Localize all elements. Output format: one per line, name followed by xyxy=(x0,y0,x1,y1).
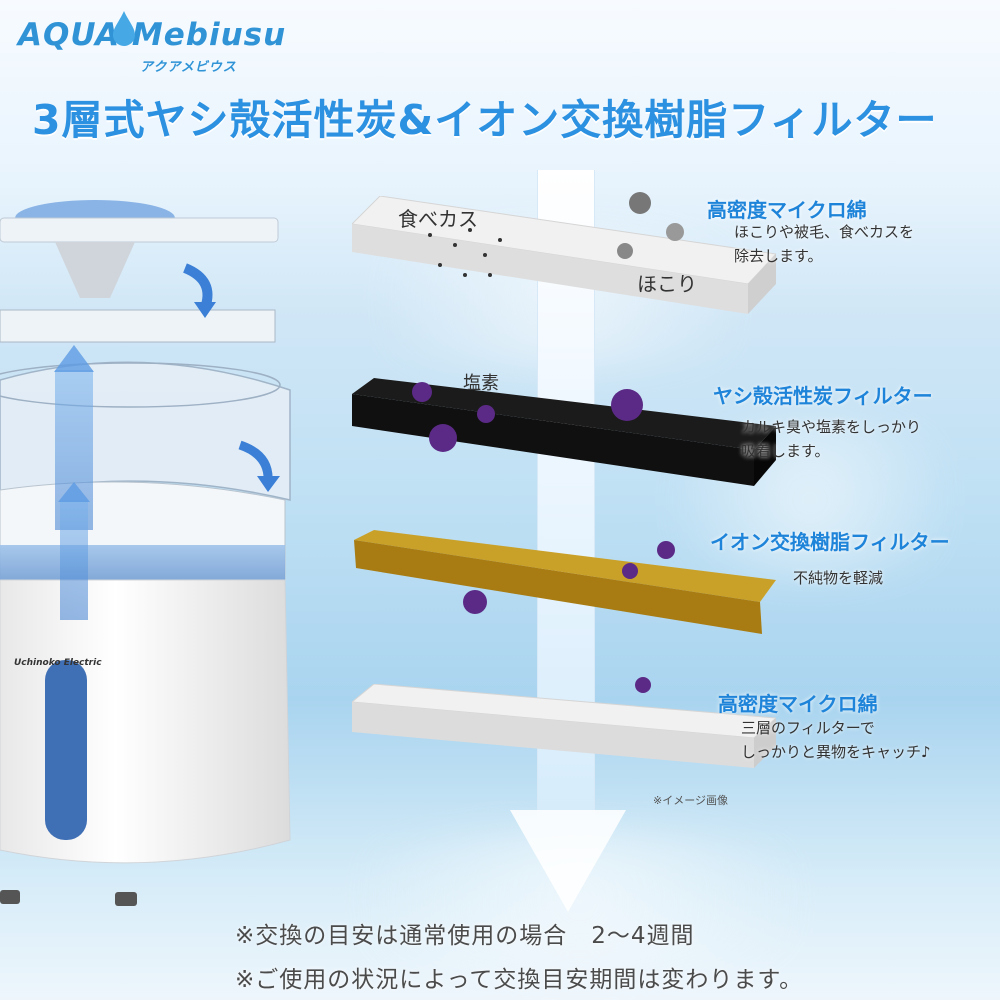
filter-layer-ion-exchange-resin xyxy=(352,530,776,636)
layer-1-desc-line-2: 除去します。 xyxy=(734,247,823,265)
filter-layer-micro-cotton-top xyxy=(352,196,776,318)
filter-layer-activated-carbon xyxy=(352,378,776,490)
layer-4-heading: 高密度マイクロ綿 xyxy=(718,692,878,716)
layer-2-heading: ヤシ殻活性炭フィルター xyxy=(713,384,933,408)
layer-2-desc-line-2: 吸着します。 xyxy=(741,442,830,460)
water-fountain-illustration xyxy=(0,200,291,906)
replacement-guide-note: ※交換の目安は通常使用の場合 2〜4週間 xyxy=(235,923,695,949)
logo-katakana: アクアメビウス xyxy=(140,60,237,75)
impurity-particles xyxy=(463,541,675,614)
water-drop-icon xyxy=(113,11,135,46)
layer-4-desc-line-2: しっかりと異物をキャッチ♪ xyxy=(741,743,931,761)
layer-1-heading: 高密度マイクロ綿 xyxy=(707,198,867,222)
chlorine-particles xyxy=(412,382,643,452)
dust-particles xyxy=(428,192,684,277)
image-disclaimer: ※イメージ画像 xyxy=(653,794,728,807)
product-brand-plate: Uchinoko Electric xyxy=(14,658,102,668)
usage-variation-note: ※ご使用の状況によって交換目安期間は変わります。 xyxy=(235,967,804,993)
filter-layer-micro-cotton-bottom xyxy=(352,684,776,770)
dust-label: ほこり xyxy=(637,272,697,296)
layer-2-desc-line-1: カルキ臭や塩素をしっかり xyxy=(741,418,922,436)
page-title: 3層式ヤシ殻活性炭&イオン交換樹脂フィルター xyxy=(32,96,938,144)
layer-4-desc-line-1: 三層のフィルターで xyxy=(741,719,875,737)
flow-direction-arrow xyxy=(510,810,626,912)
layer-3-heading: イオン交換樹脂フィルター xyxy=(710,530,950,554)
layer-1-desc-line-1: ほこりや被毛、食べカスを xyxy=(734,223,915,241)
layer-3-desc-line-1: 不純物を軽減 xyxy=(793,569,884,587)
chlorine-label: 塩素 xyxy=(463,373,499,394)
logo-text: AQUA Mebiusu xyxy=(18,17,287,53)
brand-logo: AQUA Mebiusu アクアメビウス xyxy=(18,11,287,75)
trapped-particle xyxy=(635,677,651,693)
crumb-label: 食べカス xyxy=(398,207,478,231)
